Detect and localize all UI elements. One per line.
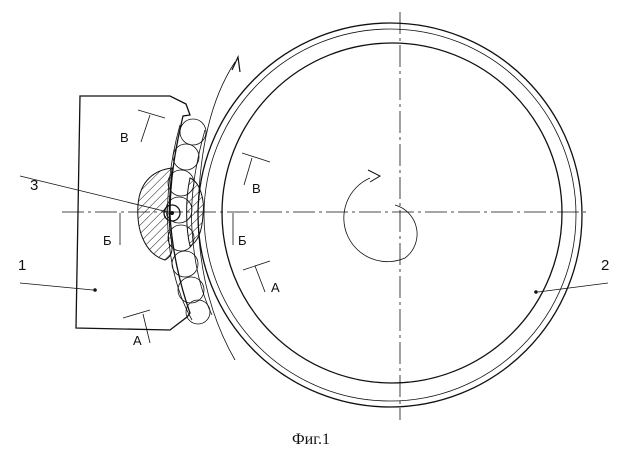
section-mark-b-right: Б (238, 233, 247, 248)
section-marks (119, 109, 271, 344)
label-disc: 2 (601, 257, 609, 274)
leader-3 (19, 175, 169, 213)
figure-caption: Фиг.1 (292, 431, 330, 448)
hatched-insert-left (137, 167, 173, 261)
label-housing: 1 (18, 257, 26, 274)
leader-2 (537, 282, 609, 293)
arrowhead-icon (231, 54, 241, 73)
arrowhead-icon (367, 169, 382, 183)
section-mark-b-left: Б (103, 233, 112, 248)
guide-arc (197, 61, 236, 361)
section-mark-v-right: В (252, 181, 261, 196)
section-mark-a-right: А (271, 280, 280, 295)
section-mark-v-left: В (120, 130, 129, 145)
section-mark-a-left: А (133, 333, 142, 348)
roller-chain (165, 118, 213, 325)
leader-1 (19, 282, 94, 291)
housing (75, 95, 191, 331)
disc (197, 22, 583, 408)
label-roller: 3 (30, 177, 38, 194)
roller-center (170, 211, 174, 215)
rotation-arrow (343, 177, 418, 263)
roller-axle (163, 204, 181, 222)
hatched-insert-right (186, 177, 204, 247)
